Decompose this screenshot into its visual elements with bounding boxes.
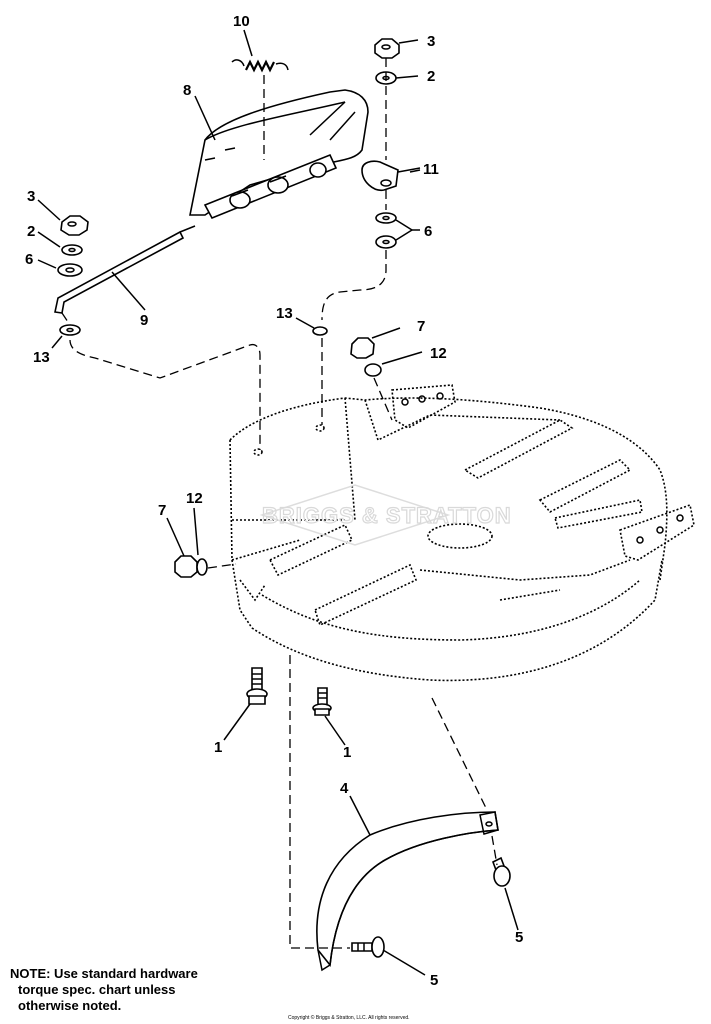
center-nut-washer xyxy=(350,337,382,377)
hardware-note: NOTE: Use standard hardware torque spec.… xyxy=(10,966,240,1014)
callout-12-center: 12 xyxy=(430,345,447,362)
callout-2-left: 2 xyxy=(27,223,35,240)
callout-9: 9 xyxy=(140,312,148,329)
washer-13-center xyxy=(312,326,328,336)
callout-13-left: 13 xyxy=(33,349,50,366)
bolt-center xyxy=(312,687,332,716)
screw-lower xyxy=(351,936,385,958)
callout-8: 8 xyxy=(183,82,191,99)
left-hardware-stack xyxy=(57,215,89,336)
callout-3-right: 3 xyxy=(427,33,435,50)
callout-3-left: 3 xyxy=(27,188,35,205)
note-line-3: otherwise noted. xyxy=(18,998,122,1013)
callout-1-center: 1 xyxy=(343,744,351,761)
callout-12-left: 12 xyxy=(186,490,203,507)
callout-10: 10 xyxy=(233,13,250,30)
callout-7-left: 7 xyxy=(158,502,166,519)
callout-5-lower: 5 xyxy=(430,972,438,989)
callout-6-right: 6 xyxy=(424,223,432,240)
callout-6-left: 6 xyxy=(25,251,33,268)
torsion-spring xyxy=(231,59,289,73)
discharge-deflector xyxy=(316,811,499,972)
note-line-2: torque spec. chart unless xyxy=(18,982,176,997)
rear-shield xyxy=(189,89,369,220)
callout-2-right: 2 xyxy=(427,68,435,85)
bolt-left xyxy=(246,667,268,705)
brand-watermark: BRIGGS & STRATTON xyxy=(259,484,512,546)
leader-lines xyxy=(37,29,519,976)
right-hardware-stack xyxy=(361,38,400,249)
callout-4: 4 xyxy=(340,780,349,797)
deck-housing xyxy=(229,384,695,682)
note-line-1: NOTE: Use standard hardware xyxy=(10,966,198,981)
callout-1-left: 1 xyxy=(214,739,222,756)
copyright-text: Copyright © Briggs & Stratton, LLC. All … xyxy=(288,1015,410,1021)
svg-text:BRIGGS & STRATTON: BRIGGS & STRATTON xyxy=(262,503,512,528)
callout-13-center: 13 xyxy=(276,305,293,322)
screw-upper xyxy=(491,856,511,887)
callouts: 10 8 3 2 11 6 3 2 6 9 13 13 7 12 7 12 1 … xyxy=(25,13,523,989)
callout-11: 11 xyxy=(423,161,439,178)
left-nut-washer xyxy=(174,555,208,578)
callout-5-upper: 5 xyxy=(515,929,523,946)
callout-7-center: 7 xyxy=(417,318,425,335)
assembly-lines xyxy=(61,58,498,949)
